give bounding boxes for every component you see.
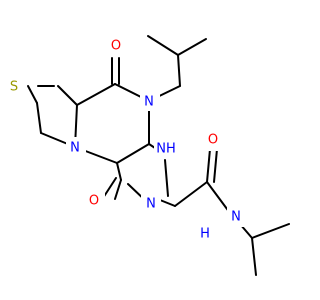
amide-nitrogen-label: N <box>231 210 241 225</box>
oxygen-atom-label: O <box>208 133 218 148</box>
bond <box>116 162 122 181</box>
bond <box>251 223 290 239</box>
bond <box>36 102 42 134</box>
bond-lines <box>27 35 290 276</box>
bond <box>206 181 231 214</box>
bond <box>116 143 150 164</box>
hydrogen-atom-label: H <box>200 227 210 242</box>
bond <box>177 54 181 87</box>
bond <box>76 83 116 106</box>
bond <box>251 237 257 276</box>
atom-labels: S O N N NH N O O N H <box>5 37 247 244</box>
bond <box>114 179 122 200</box>
nh-atom-label: NH <box>156 142 176 157</box>
nitrogen-atom-label: N <box>146 197 156 212</box>
bond <box>57 85 78 106</box>
bond <box>174 181 208 207</box>
nitrogen-atom-label: N <box>70 141 80 156</box>
bond <box>102 177 117 199</box>
molecule-svg: S O N N NH N O O N H <box>5 35 290 276</box>
nitrogen-atom-label: N <box>144 95 154 110</box>
bond <box>159 199 176 207</box>
bond <box>206 148 211 183</box>
bond <box>164 159 169 197</box>
molecule-structure-diagram: S O N N NH N O O N H <box>5 35 290 276</box>
bond <box>177 38 207 56</box>
bond <box>213 148 218 183</box>
oxygen-atom-label: O <box>111 39 121 54</box>
bond <box>27 85 38 104</box>
sulfur-atom-label: S <box>10 80 18 95</box>
oxygen-atom-label: O <box>89 194 99 209</box>
bond <box>147 35 179 56</box>
